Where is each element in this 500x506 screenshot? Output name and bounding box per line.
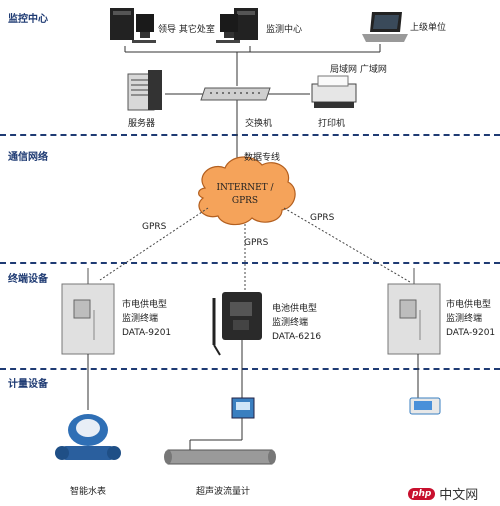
watermark-logo: php [408,487,436,500]
data-line-label: 数据专线 [244,153,281,163]
cloud-label-line2: GPRS [231,196,259,206]
water-meter-icon [55,414,121,460]
terminal-cabinet-left-icon [61,268,115,355]
lan-lines [124,44,381,168]
terminal-right-text: 市电供电型 监测终端 DATA-9201 [446,298,495,340]
terminal-left-text: 市电供电型 监测终端 DATA-9201 [122,298,171,340]
section-label-terminal: 终端设备 [8,274,48,285]
printer-label: 打印机 [318,119,346,129]
leadership-pc-label: 领导 其它处室 [158,25,215,35]
terminal-cabinet-right-icon [387,268,441,355]
computer-icon-monitoring-center [216,8,258,43]
server-label: 服务器 [128,119,156,129]
terminal-battery-icon [212,292,262,356]
gprs-label-right: GPRS [310,213,335,223]
divider-monitoring-network [0,134,500,136]
server-icon [127,70,162,111]
terminal-center-type: 电池供电型 [272,304,318,314]
gprs-links [99,207,411,290]
meter-lines [87,340,419,410]
divider-network-terminal [0,262,500,264]
divider-terminal-metering [0,368,500,370]
section-label-monitoring: 监控中心 [8,14,48,25]
terminal-right-desc: 监测终端 [446,314,483,324]
terminal-left-desc: 监测终端 [122,314,159,324]
ultrasonic-flowmeter-label: 超声波流量计 [196,487,251,497]
terminal-center-model: DATA-6216 [272,332,322,342]
computer-icon-leadership [110,8,156,43]
switch-icon [200,87,271,101]
lan-wan-label: 局域网 广域网 [330,65,387,75]
printer-icon [311,75,357,108]
superior-unit-label: 上级单位 [410,23,447,33]
right-meter-icon [409,397,441,415]
terminal-left-model: DATA-9201 [122,328,172,338]
terminal-center-desc: 监测终端 [272,318,309,328]
water-meter-label: 智能水表 [70,487,107,497]
watermark: php 中文网 [408,484,478,503]
gprs-label-middle: GPRS [244,238,269,248]
ultrasonic-flowmeter-icon [164,397,276,465]
terminal-left-type: 市电供电型 [122,300,168,310]
laptop-icon [362,12,408,42]
gprs-label-left: GPRS [142,222,167,232]
switch-label: 交换机 [245,119,273,129]
terminal-center-text: 电池供电型 监测终端 DATA-6216 [272,302,321,344]
terminal-right-model: DATA-9201 [446,328,496,338]
cloud-icon [198,156,296,226]
cloud-label-line1: INTERNET / [216,183,274,193]
section-label-metering: 计量设备 [8,379,48,390]
terminal-right-type: 市电供电型 [446,300,492,310]
section-label-network: 通信网络 [8,152,48,163]
watermark-site: 中文网 [439,488,479,503]
monitoring-center-pc-label: 监测中心 [266,25,303,35]
